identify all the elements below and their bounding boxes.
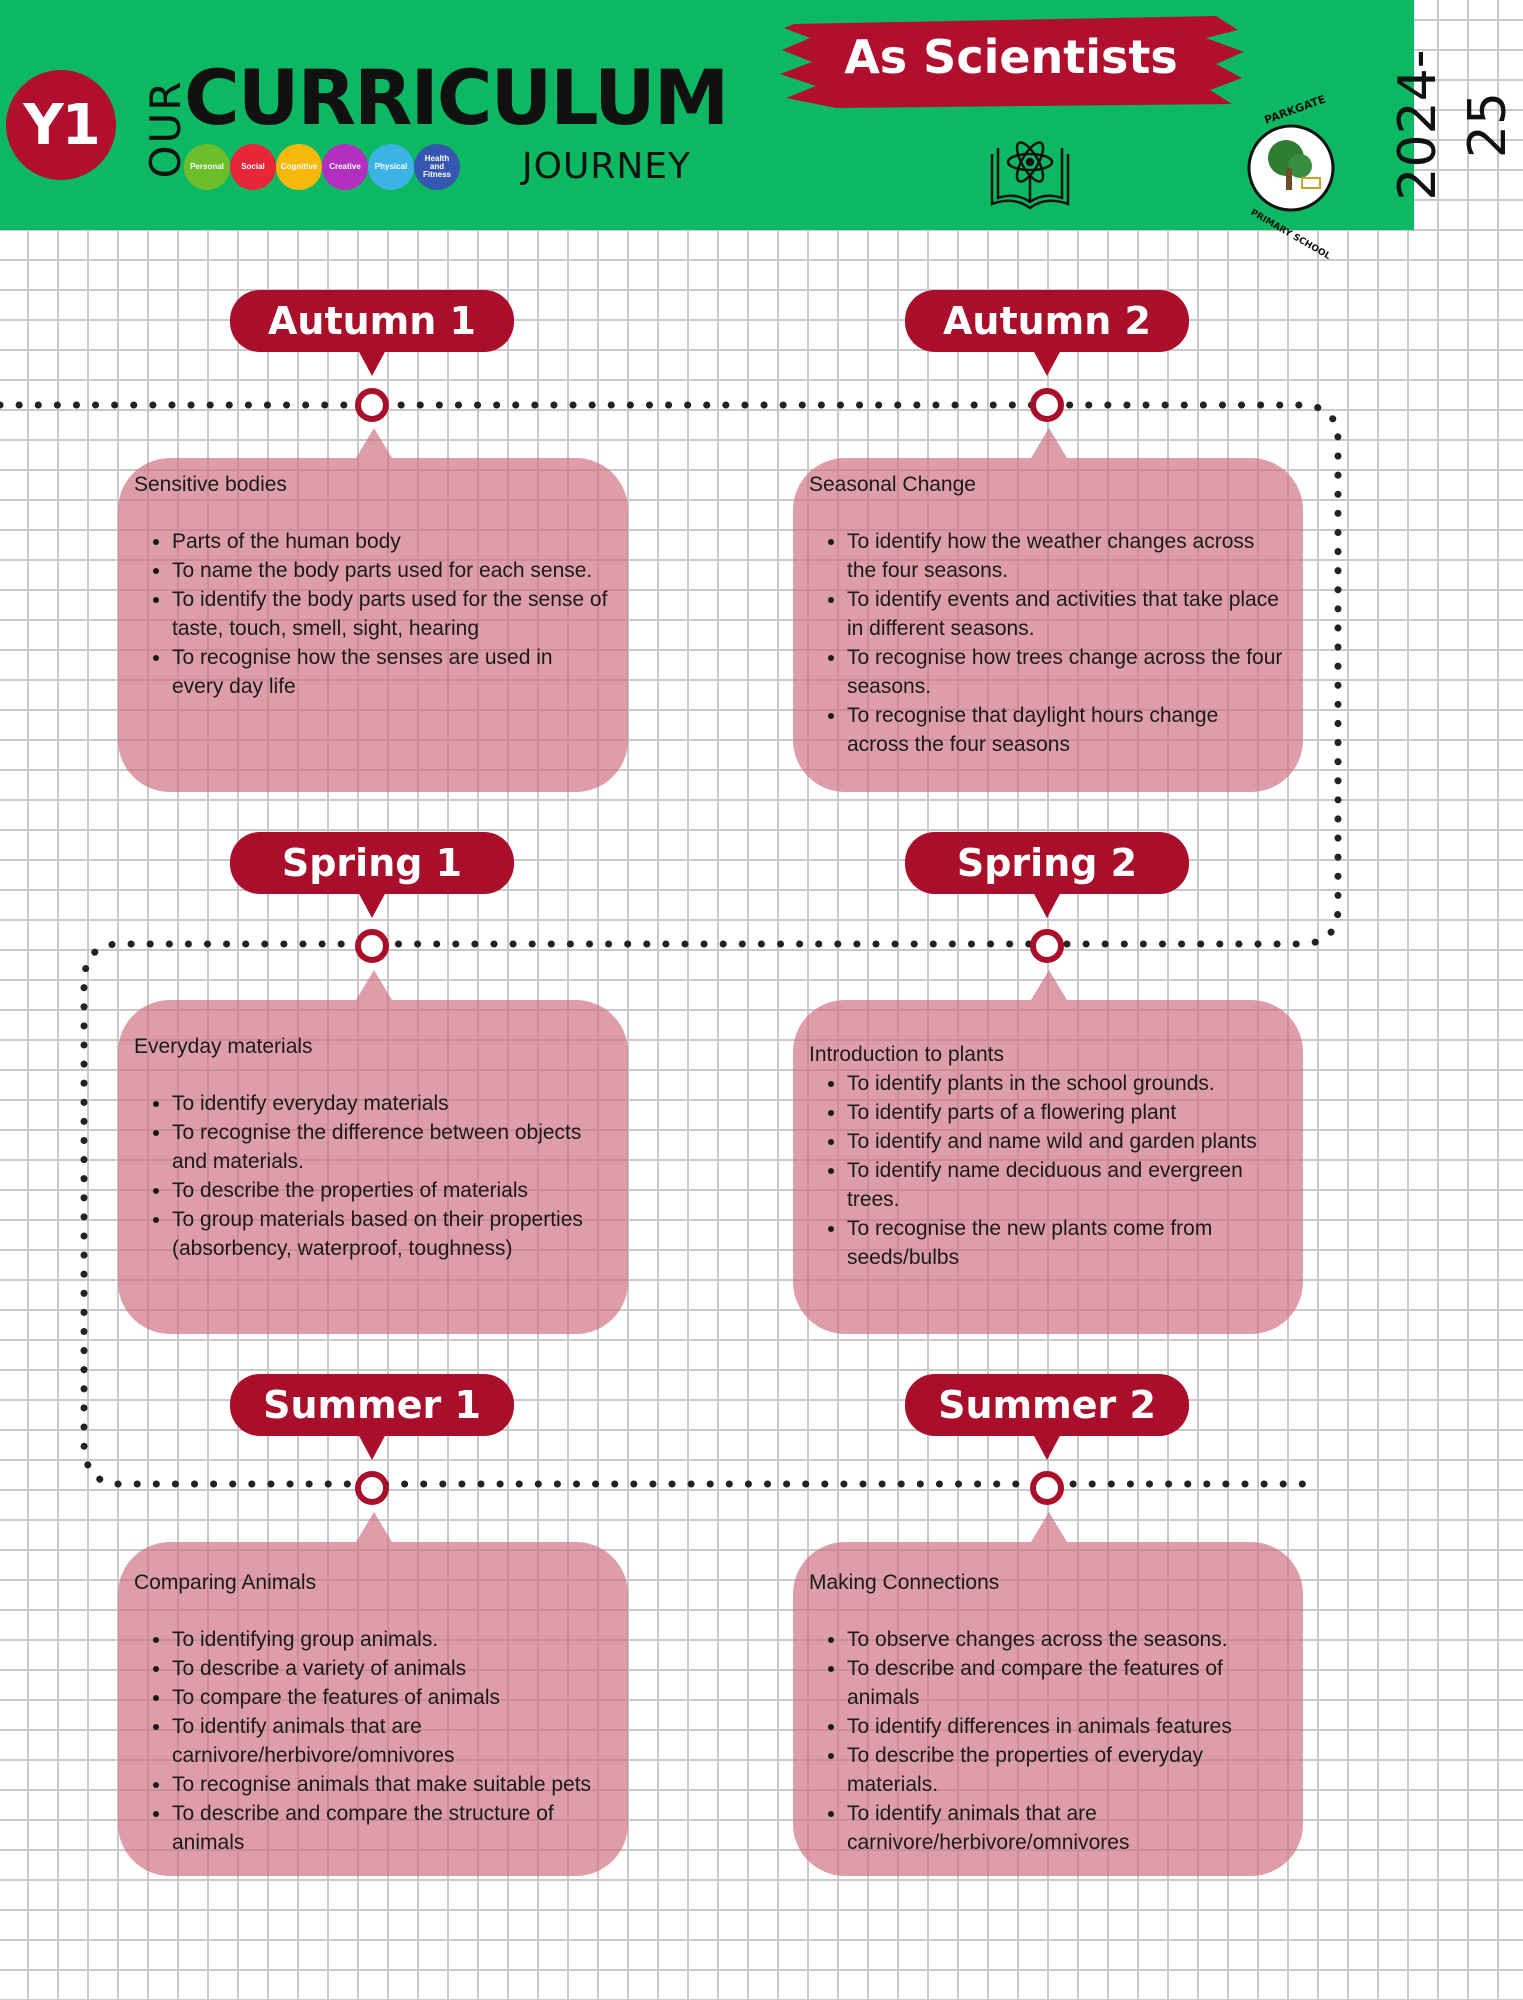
term-label-summer-1: Summer 1 [230, 1374, 514, 1460]
theme-label: Social [241, 162, 265, 171]
list-item: Parts of the human body [172, 527, 608, 556]
list-item: To identify animals that are carnivore/h… [172, 1712, 608, 1770]
list-item: To identify plants in the school grounds… [847, 1069, 1283, 1098]
list-item: To identify animals that are carnivore/h… [847, 1799, 1283, 1857]
year-badge: Y1 [6, 70, 116, 180]
gear-icon: Social [230, 144, 276, 190]
journey-node [355, 929, 389, 963]
gear-icon: Creative [322, 144, 368, 190]
subject-title: As Scientists [844, 30, 1178, 84]
list-item: To identify and name wild and garden pla… [847, 1127, 1283, 1156]
theme-label: Creative [329, 162, 361, 171]
theme-label: Health and Fitness [422, 154, 451, 179]
list-item: To describe and compare the structure of… [172, 1799, 608, 1857]
header-banner: Y1 OUR CURRICULUM Personal Social Cognit… [0, 0, 1518, 262]
list-item: To identify the body parts used for the … [172, 585, 608, 643]
journey-label: JOURNEY [522, 146, 691, 187]
theme-label: Personal [190, 162, 224, 171]
objectives-list: To identify how the weather changes acro… [809, 527, 1283, 759]
academic-year: 2024-25 [1388, 49, 1518, 201]
card-topic: Sensitive bodies [134, 473, 287, 496]
list-item: To recognise the difference between obje… [172, 1118, 608, 1176]
journey-path [0, 401, 1342, 1488]
list-item: To identify name deciduous and evergreen… [847, 1156, 1283, 1214]
term-card-autumn-1: Sensitive bodies Parts of the human body… [118, 428, 628, 792]
gear-icon: Personal [184, 144, 230, 190]
list-item: To identifying group animals. [172, 1625, 608, 1654]
list-item: To recognise animals that make suitable … [172, 1770, 608, 1799]
theme-label: Physical [374, 162, 408, 171]
list-item: To group materials based on their proper… [172, 1205, 608, 1263]
list-item: To recognise that daylight hours change … [847, 701, 1283, 759]
objectives-list: To identify plants in the school grounds… [809, 1069, 1283, 1272]
list-item: To identify events and activities that t… [847, 585, 1283, 643]
journey-node [355, 388, 389, 422]
term-card-autumn-2: Seasonal Change To identify how the weat… [793, 428, 1303, 792]
term-card-spring-1: Everyday materials To identify everyday … [118, 970, 628, 1334]
card-topic: Making Connections [809, 1571, 1000, 1594]
list-item: To identify differences in animals featu… [847, 1712, 1283, 1741]
card-topic: Introduction to plants [809, 1043, 1004, 1066]
objectives-list: To identifying group animals. To describ… [134, 1625, 608, 1857]
school-logo: PARKGATE PRIMARY SCHOOL [1247, 93, 1335, 262]
term-label-spring-2: Spring 2 [905, 832, 1189, 918]
term-label-spring-1: Spring 1 [230, 832, 514, 918]
curriculum-title: CURRICULUM [184, 53, 729, 142]
list-item: To describe the properties of everyday m… [847, 1741, 1283, 1799]
journey-node [1030, 388, 1064, 422]
gear-icon: Cognitive [276, 144, 322, 190]
list-item: To name the body parts used for each sen… [172, 556, 608, 585]
list-item: To compare the features of animals [172, 1683, 608, 1712]
term-label-autumn-2: Autumn 2 [905, 290, 1189, 376]
term-card-summer-1: Comparing Animals To identifying group a… [118, 1512, 628, 1876]
list-item: To identify everyday materials [172, 1089, 608, 1118]
list-item: To describe a variety of animals [172, 1654, 608, 1683]
list-item: To recognise the new plants come from se… [847, 1214, 1283, 1272]
list-item: To identify parts of a flowering plant [847, 1098, 1283, 1127]
list-item: To recognise how the senses are used in … [172, 643, 608, 701]
term-label-summer-2: Summer 2 [905, 1374, 1189, 1460]
term-card-summer-2: Making Connections To observe changes ac… [793, 1512, 1303, 1876]
theme-gears: Personal Social Cognitive Creative Physi… [184, 140, 514, 196]
journey-node [1030, 929, 1064, 963]
card-topic: Comparing Animals [134, 1571, 317, 1594]
journey-node [355, 1471, 389, 1505]
list-item: To recognise how trees change across the… [847, 643, 1283, 701]
term-label-autumn-1: Autumn 1 [230, 290, 514, 376]
gear-icon: Physical [368, 144, 414, 190]
journey-node [1030, 1471, 1064, 1505]
brush-stroke-icon [780, 16, 1244, 108]
gear-icon: Health and Fitness [414, 144, 460, 190]
list-item: To describe the properties of materials [172, 1176, 608, 1205]
list-item: To describe and compare the features of … [847, 1654, 1283, 1712]
atom-book-icon [990, 141, 1070, 210]
term-card-spring-2: Introduction to plants To identify plant… [793, 970, 1303, 1334]
objectives-list: To identify everyday materials To recogn… [134, 1089, 608, 1263]
list-item: To observe changes across the seasons. [847, 1625, 1283, 1654]
theme-label: Cognitive [280, 162, 318, 171]
card-topic: Everyday materials [134, 1035, 313, 1058]
objectives-list: To observe changes across the seasons. T… [809, 1625, 1283, 1857]
objectives-list: Parts of the human body To name the body… [134, 527, 608, 701]
card-topic: Seasonal Change [809, 473, 976, 496]
list-item: To identify how the weather changes acro… [847, 527, 1283, 585]
